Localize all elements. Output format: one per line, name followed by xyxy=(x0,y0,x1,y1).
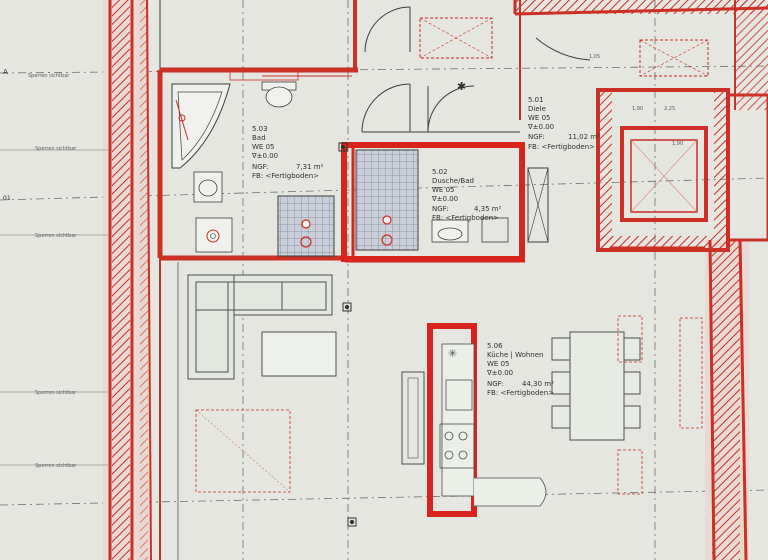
room-label-5-06: 5.06 Küche | Wohnen WE 05 ∇±0.00 NGF: 44… xyxy=(486,342,554,397)
svg-text:Diele: Diele xyxy=(528,105,546,113)
svg-text:∇±0.00: ∇±0.00 xyxy=(527,123,554,131)
bathroom-walls xyxy=(157,67,358,261)
left-exterior-wall xyxy=(103,0,152,560)
svg-text:NGF:: NGF: xyxy=(528,133,545,141)
svg-text:5.03: 5.03 xyxy=(252,125,268,133)
svg-text:5.02: 5.02 xyxy=(432,168,448,176)
svg-text:Küche | Wohnen: Küche | Wohnen xyxy=(487,351,544,359)
dining-table xyxy=(551,331,641,441)
bathtub xyxy=(171,83,231,169)
bath-shower-tiles xyxy=(277,195,335,257)
svg-text:Bad: Bad xyxy=(252,134,266,142)
svg-text:NGF:: NGF: xyxy=(432,205,449,213)
room-label-5-02: 5.02 Dusche/Bad WE 05 ∇±0.00 NGF: 4,35 m… xyxy=(431,168,502,222)
svg-text:NGF:: NGF: xyxy=(487,380,504,388)
dimension-notes: 1,05 1,90 2,25 1,90 xyxy=(589,54,683,147)
wall-note-leaders xyxy=(0,149,108,466)
svg-text:44,30 m²: 44,30 m² xyxy=(522,380,554,388)
svg-text:5.01: 5.01 xyxy=(528,96,544,104)
svg-text:✳: ✳ xyxy=(448,347,457,360)
tall-cabinet xyxy=(401,371,425,465)
svg-text:∇±0.00: ∇±0.00 xyxy=(486,369,513,377)
svg-text:Sperren sichtbar: Sperren sichtbar xyxy=(35,233,77,239)
svg-text:Sperren sichtbar: Sperren sichtbar xyxy=(35,463,77,469)
room-label-5-03: 5.03 Bad WE 05 ∇±0.00 NGF: 7,31 m² FB: <… xyxy=(251,125,324,180)
svg-text:Sperren sichtbar: Sperren sichtbar xyxy=(28,73,70,79)
svg-text:WE 05: WE 05 xyxy=(487,360,509,368)
wall-notes: Sperren sichtbar Sperren sichtbar Sperre… xyxy=(28,73,77,469)
svg-text:1,05: 1,05 xyxy=(589,54,600,60)
room-label-5-01: 5.01 Diele WE 05 ∇±0.00 NGF: 11,02 m² FB… xyxy=(527,96,600,151)
wardrobe xyxy=(527,167,549,243)
svg-text:2,25: 2,25 xyxy=(664,106,675,112)
svg-text:5.06: 5.06 xyxy=(487,342,503,350)
svg-text:1,90: 1,90 xyxy=(632,106,643,112)
dashed-fixture-boxes xyxy=(195,315,703,495)
svg-text:FB: <Fertigboden>: FB: <Fertigboden> xyxy=(528,143,595,151)
svg-text:WE 05: WE 05 xyxy=(432,186,454,194)
svg-text:∇±0.00: ∇±0.00 xyxy=(431,195,458,203)
svg-text:FB: <Fertigboden>: FB: <Fertigboden> xyxy=(432,214,499,222)
svg-text:WE 05: WE 05 xyxy=(252,143,274,151)
hallway-doors xyxy=(361,83,520,133)
shower-tiles xyxy=(355,149,419,251)
kitchen-counter: ✳ xyxy=(427,323,547,517)
bath-washbasin xyxy=(193,171,223,203)
bathroom-top-label-box xyxy=(229,71,299,81)
toilet xyxy=(261,81,297,108)
coffee-table xyxy=(261,331,337,377)
svg-text:Dusche/Bad: Dusche/Bad xyxy=(432,177,474,185)
svg-text:FB: <Fertigboden>: FB: <Fertigboden> xyxy=(487,389,554,397)
svg-text:WE 05: WE 05 xyxy=(528,114,550,122)
axis-marker-a: A xyxy=(3,68,8,76)
svg-text:7,31 m²: 7,31 m² xyxy=(296,163,324,171)
svg-text:FB: <Fertigboden>: FB: <Fertigboden> xyxy=(252,172,319,180)
svg-text:Sperren sichtbar: Sperren sichtbar xyxy=(35,146,77,152)
right-exterior-wall xyxy=(705,0,768,560)
hallway-light-symbol: ✱ xyxy=(457,80,466,93)
shower-room-washbasin xyxy=(431,217,509,243)
dashed-fixture-diagonals xyxy=(195,409,291,493)
sofa xyxy=(187,274,333,380)
svg-text:11,02 m²: 11,02 m² xyxy=(568,133,600,141)
column-markers xyxy=(338,142,357,527)
axis-marker-01: 01 xyxy=(3,195,11,202)
svg-text:4,35 m²: 4,35 m² xyxy=(474,205,502,213)
washing-machine xyxy=(195,217,233,253)
svg-text:Sperren sichtbar: Sperren sichtbar xyxy=(35,390,77,396)
top-right-structure xyxy=(513,0,768,252)
top-storage xyxy=(159,0,521,120)
svg-text:1,90: 1,90 xyxy=(672,141,683,147)
svg-text:∇±0.00: ∇±0.00 xyxy=(251,152,278,160)
svg-text:NGF:: NGF: xyxy=(252,163,269,171)
